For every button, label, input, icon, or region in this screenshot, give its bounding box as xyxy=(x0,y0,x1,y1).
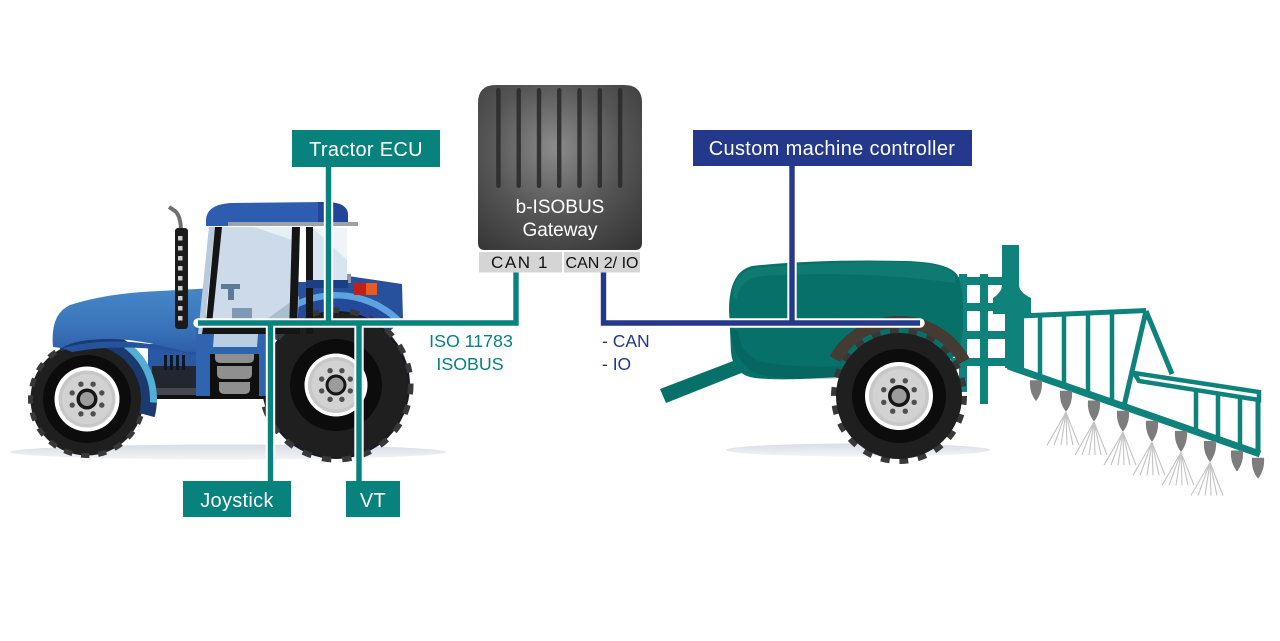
svg-text:Tractor ECU: Tractor ECU xyxy=(309,139,423,161)
svg-text:VT: VT xyxy=(360,490,386,512)
svg-text:ISOBUS: ISOBUS xyxy=(436,354,503,374)
svg-text:Joystick: Joystick xyxy=(200,490,274,512)
svg-text:- CAN: - CAN xyxy=(602,331,650,351)
svg-text:Gateway: Gateway xyxy=(523,220,598,241)
svg-text:ISO 11783: ISO 11783 xyxy=(429,331,513,351)
svg-text:CAN 2/ IO: CAN 2/ IO xyxy=(566,255,639,272)
svg-text:- IO: - IO xyxy=(602,354,631,374)
svg-text:b-ISOBUS: b-ISOBUS xyxy=(516,197,605,218)
svg-text:CAN 1: CAN 1 xyxy=(491,253,549,272)
svg-text:Custom machine controller: Custom machine controller xyxy=(709,138,956,160)
